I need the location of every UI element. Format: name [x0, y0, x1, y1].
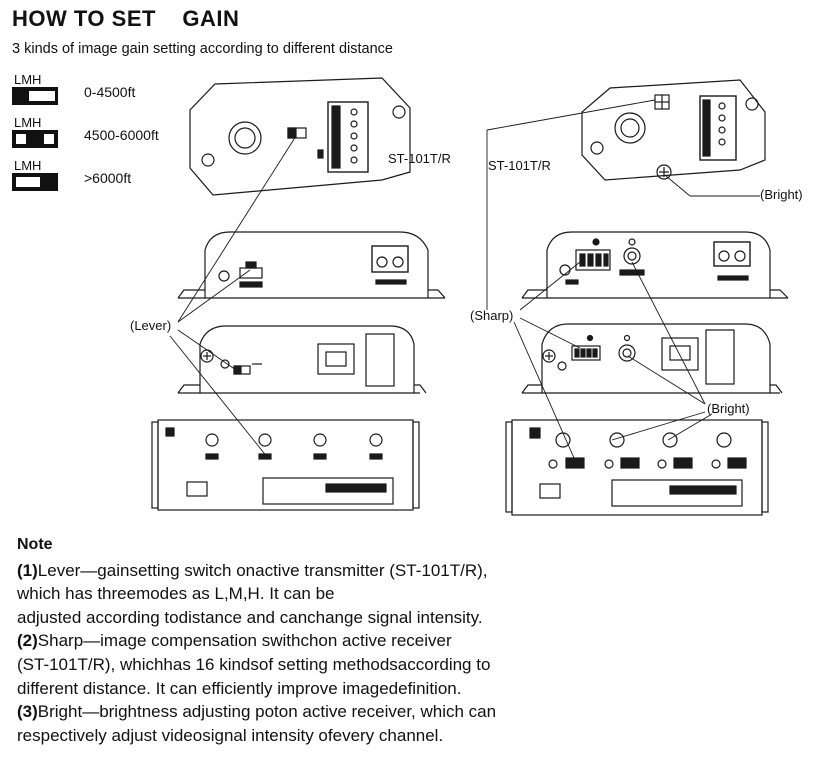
note-item-1-line-2: which has threemodes as L,M,H. It can be	[17, 584, 335, 604]
bright-callout-top: (Bright)	[760, 187, 803, 202]
distance-range: 4500-6000ft	[84, 127, 159, 143]
receiver-top-view	[581, 79, 766, 181]
switch-label: LMH	[14, 72, 42, 87]
switch-label: LMH	[14, 115, 42, 130]
note-item-2-line-1: (2)Sharp—image compensation swithchon ac…	[17, 631, 452, 651]
switch-high-icon	[12, 173, 58, 191]
note-item-3-line-2: respectively adjust videosignal intensit…	[17, 725, 444, 745]
note-item-2-line-3: different distance. It can efficiently i…	[17, 678, 462, 698]
note-item-1-line-1: (1)Lever—gainsetting switch onactive tra…	[17, 560, 488, 580]
transmitter-side-view	[177, 231, 446, 299]
receiver-front-panel	[521, 323, 783, 394]
page-title: HOW TO SET GAIN	[12, 6, 240, 31]
receiver-side-view	[521, 231, 789, 299]
distance-range: 0-4500ft	[84, 84, 136, 100]
note-item-2-line-2: (ST-101T/R), whichhas 16 kindsof setting…	[17, 654, 491, 674]
lever-callout: (Lever)	[130, 318, 172, 333]
note-item-3-line-1: (3)Bright—brightness adjusting poton act…	[17, 702, 497, 722]
device-diagram	[151, 77, 789, 516]
transmitter-front-panel	[177, 325, 427, 394]
gain-mode-medium: LMH 4500-6000ft	[12, 115, 212, 155]
transmitter-rack-unit	[151, 419, 420, 511]
callout-lines	[169, 99, 760, 459]
bright-callout-bottom: (Bright)	[707, 401, 750, 416]
note-section: Note (1)Lever—gainsetting switch onactiv…	[17, 533, 807, 747]
distance-range: >6000ft	[84, 170, 132, 186]
gain-mode-high: LMH >6000ft	[12, 158, 212, 198]
switch-medium-icon	[12, 130, 58, 148]
receiver-label: ST-101T/R	[488, 158, 551, 173]
receiver-rack-unit	[505, 419, 769, 516]
note-item-1-line-3: adjusted according todistance and cancha…	[17, 607, 483, 627]
bright-pot-icon	[656, 164, 672, 180]
switch-low-icon	[12, 87, 58, 105]
page-subtitle: 3 kinds of image gain setting according …	[12, 41, 393, 57]
switch-label: LMH	[14, 158, 42, 173]
sharp-callout: (Sharp)	[470, 308, 514, 323]
gain-mode-low: LMH 0-4500ft	[12, 72, 212, 112]
transmitter-top-view	[189, 77, 411, 196]
note-heading: Note	[17, 536, 53, 553]
transmitter-label: ST-101T/R	[388, 151, 451, 166]
